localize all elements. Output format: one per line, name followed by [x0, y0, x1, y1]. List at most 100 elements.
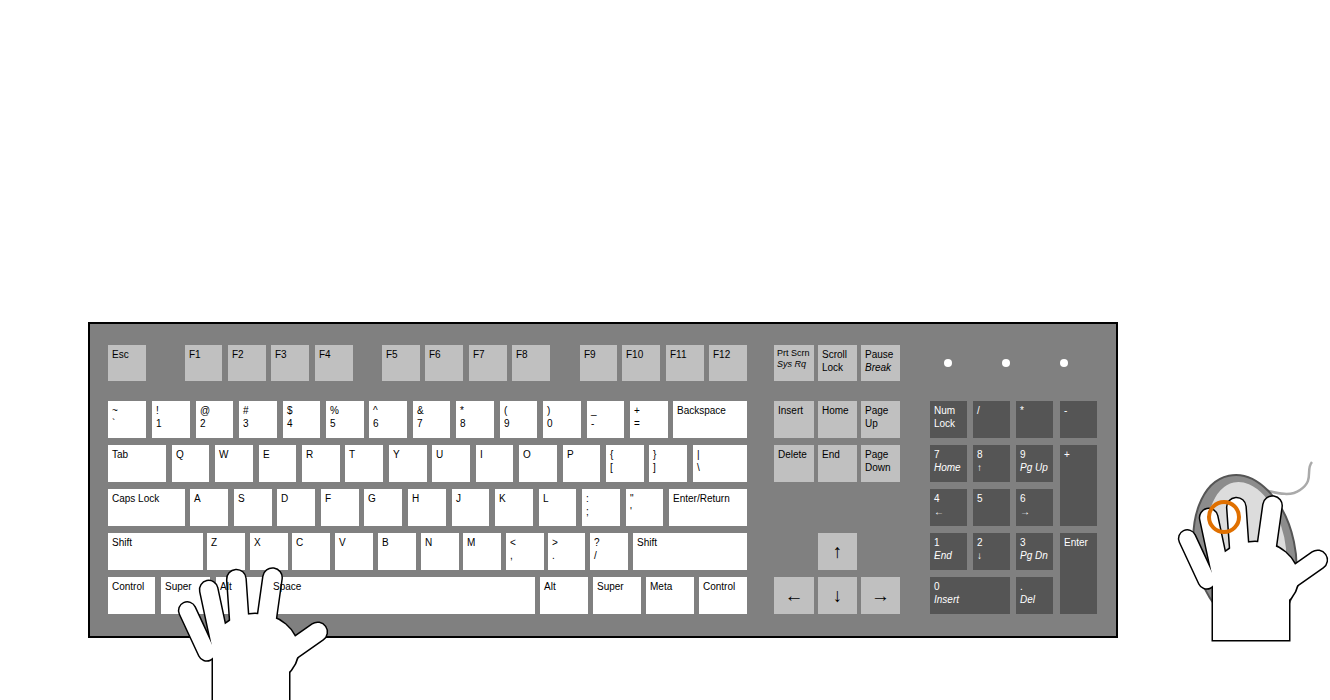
key-label: F12 — [713, 348, 743, 361]
key-label: Super — [597, 580, 637, 593]
key-label: ] — [653, 461, 683, 474]
keyboard-key: P — [563, 445, 600, 482]
key-label: L — [543, 492, 572, 505]
keyboard-key: 1End — [930, 533, 967, 570]
key-label: Shift — [112, 536, 199, 549]
key-label: Pg Up — [1020, 461, 1049, 474]
keyboard-key: F8 — [512, 345, 550, 381]
key-label: 4 — [287, 417, 316, 430]
key-label: K — [499, 492, 529, 505]
key-label: : — [586, 492, 616, 505]
keyboard-key: - — [1060, 401, 1097, 438]
key-label: 2 — [200, 417, 229, 430]
key-label: + — [634, 404, 664, 417]
key-label: ~ — [112, 404, 142, 417]
keyboard-key: Scroll Lock — [818, 345, 857, 381]
key-label: R — [306, 448, 336, 461]
key-label: Control — [703, 580, 743, 593]
keyboard-key: D — [277, 489, 315, 526]
indicator-led — [1002, 359, 1010, 367]
key-label: Page Down — [865, 448, 896, 474]
key-label: < — [510, 536, 540, 549]
key-label: G — [368, 492, 398, 505]
keyboard-key: S — [234, 489, 272, 526]
keyboard-key: 5 — [973, 489, 1010, 526]
keyboard-key: Control — [108, 577, 155, 614]
key-label: Z — [211, 536, 241, 549]
keyboard-key: I — [476, 445, 513, 482]
keyboard-key: Super — [593, 577, 641, 614]
key-label: % — [330, 404, 360, 417]
keyboard-key: F7 — [469, 345, 507, 381]
key-label: H — [412, 492, 442, 505]
keyboard-key: A — [190, 489, 228, 526]
key-label: Pg Dn — [1020, 549, 1049, 562]
keyboard-key: ?/ — [590, 533, 628, 570]
keyboard-key: M — [463, 533, 501, 570]
key-label: ^ — [373, 404, 403, 417]
key-label: Alt — [544, 580, 584, 593]
key-label: B — [382, 536, 412, 549]
key-label: { — [610, 448, 640, 461]
key-label: Control — [112, 580, 151, 593]
keyboard-key: F10 — [622, 345, 660, 381]
keyboard-key: O — [519, 445, 557, 482]
key-label: 7 — [934, 448, 963, 461]
keyboard-key: G — [364, 489, 402, 526]
key-label: Tab — [112, 448, 162, 461]
key-label: F — [325, 492, 355, 505]
key-label: A — [194, 492, 224, 505]
keyboard-key: / — [973, 401, 1010, 438]
keyboard-key: {[ — [606, 445, 644, 482]
key-label: Alt — [220, 580, 260, 593]
keyboard-key: Page Up — [861, 401, 900, 438]
key-label: F3 — [275, 348, 305, 361]
key-label: Sys Rq — [777, 359, 812, 370]
keyboard-key: F3 — [271, 345, 309, 381]
right-hand — [1177, 495, 1330, 640]
key-label: ` — [112, 417, 142, 430]
keyboard-key: Control — [699, 577, 747, 614]
keyboard-key: ~` — [108, 401, 146, 438]
keyboard-key: Alt — [540, 577, 588, 614]
keyboard-key: F9 — [580, 345, 617, 381]
key-label: [ — [610, 461, 640, 474]
keyboard-key: 3Pg Dn — [1016, 533, 1053, 570]
key-label: = — [634, 417, 664, 430]
keyboard-key: Backspace — [673, 401, 747, 438]
keyboard-key: B — [378, 533, 416, 570]
key-label: F2 — [232, 348, 262, 361]
keyboard-key: _- — [587, 401, 624, 438]
keyboard-key: ^6 — [369, 401, 407, 438]
key-label: 8 — [460, 417, 490, 430]
keyboard-key: Delete — [774, 445, 814, 482]
key-label: 1 — [156, 417, 186, 430]
key-label: Insert — [934, 593, 1006, 606]
key-label: End — [822, 448, 853, 461]
keyboard-key: &7 — [413, 401, 450, 438]
keyboard-key: F4 — [315, 345, 353, 381]
key-label: ) — [547, 404, 577, 417]
key-label: Caps Lock — [112, 492, 181, 505]
key-label: End — [934, 549, 963, 562]
key-label: 1 — [934, 536, 963, 549]
key-label: F7 — [473, 348, 503, 361]
keyboard-key: F6 — [425, 345, 463, 381]
keyboard-key: H — [408, 489, 446, 526]
key-label: 6 — [373, 417, 403, 430]
key-label: 4 — [934, 492, 963, 505]
keyboard-key: R — [302, 445, 340, 482]
keyboard-key: .Del — [1016, 577, 1053, 614]
indicator-led — [944, 359, 952, 367]
key-label: ' — [630, 505, 659, 518]
key-label: Space — [273, 580, 531, 593]
key-label: M — [467, 536, 497, 549]
key-label: 9 — [1020, 448, 1049, 461]
key-label: U — [436, 448, 466, 461]
key-label: . — [1020, 580, 1049, 593]
keyboard-key: Esc — [108, 345, 146, 381]
key-label: Delete — [778, 448, 810, 461]
key-label: ! — [156, 404, 186, 417]
key-label: T — [349, 448, 379, 461]
key-label: Home — [934, 461, 963, 474]
